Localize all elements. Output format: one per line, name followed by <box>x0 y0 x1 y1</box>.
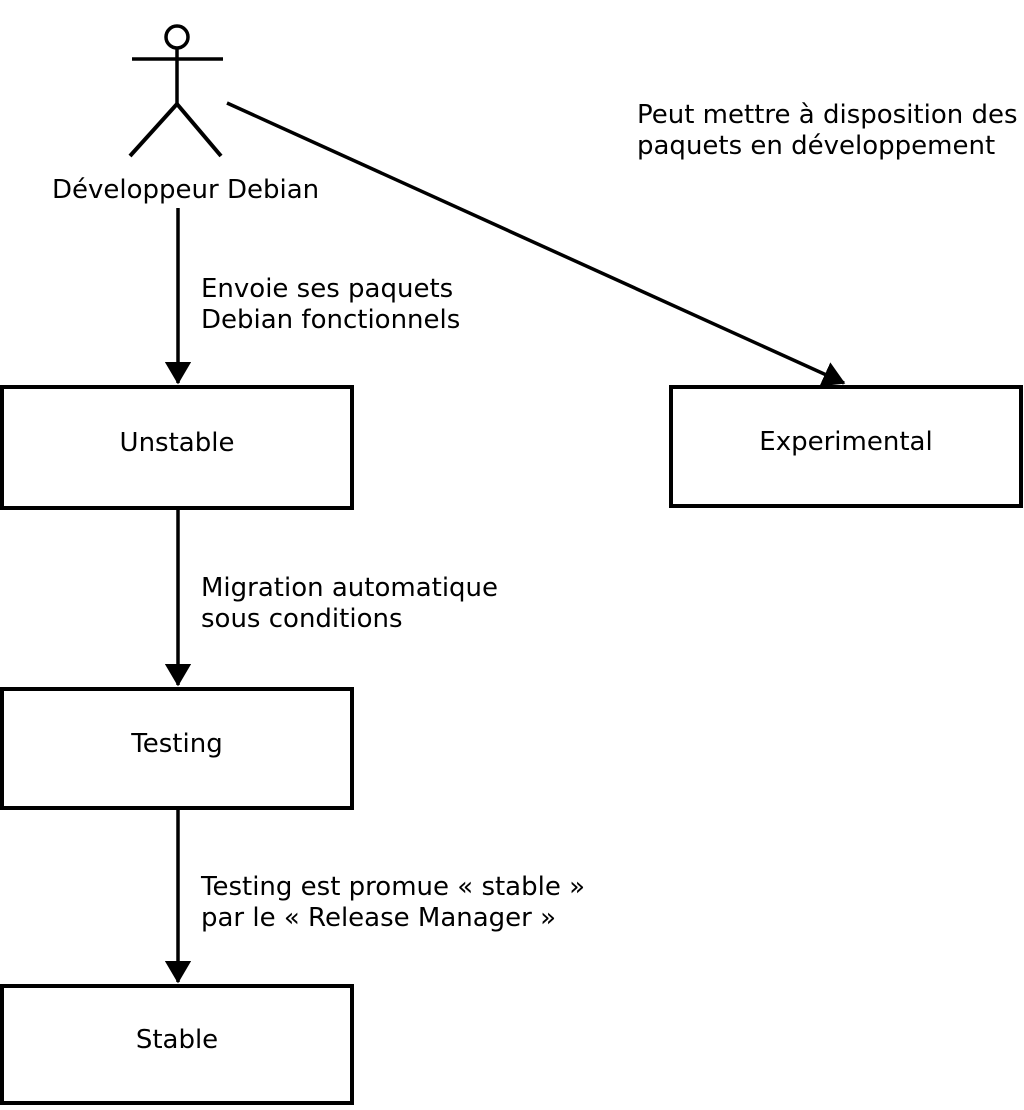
actor-right-leg <box>175 102 223 158</box>
note-experimental-line1: Peut mettre à disposition des <box>637 100 1018 130</box>
note-to-testing-line1: Migration automatique <box>201 573 499 603</box>
stable-box-label: Stable <box>135 1024 219 1055</box>
actor-label: Développeur Debian <box>52 175 319 206</box>
developer-actor-icon <box>128 24 223 158</box>
note-to-stable-line2: par le « Release Manager » <box>201 903 557 933</box>
note-experimental: Peut mettre à disposition des paquets en… <box>637 100 1018 162</box>
unstable-box-label: Unstable <box>119 427 235 458</box>
actor-head <box>164 24 190 50</box>
note-to-testing-line2: sous conditions <box>201 604 403 634</box>
note-to-unstable: Envoie ses paquets Debian fonctionnels <box>201 274 460 336</box>
actor-left-leg <box>128 102 179 158</box>
note-to-stable-line1: Testing est promue « stable » <box>201 872 586 902</box>
testing-box-label: Testing <box>131 728 223 759</box>
note-to-unstable-line1: Envoie ses paquets <box>201 274 454 304</box>
stable-box: Stable <box>0 984 354 1105</box>
unstable-box: Unstable <box>0 385 354 510</box>
actor-label-text: Développeur Debian <box>52 175 320 205</box>
arrow-developer-to-experimental <box>226 101 846 387</box>
note-experimental-line2: paquets en développement <box>637 131 996 161</box>
note-to-stable: Testing est promue « stable » par le « R… <box>201 872 585 934</box>
experimental-box-label: Experimental <box>759 426 933 457</box>
note-to-unstable-line2: Debian fonctionnels <box>201 305 461 335</box>
experimental-box: Experimental <box>669 385 1023 508</box>
testing-box: Testing <box>0 687 354 810</box>
note-to-testing: Migration automatique sous conditions <box>201 573 498 635</box>
